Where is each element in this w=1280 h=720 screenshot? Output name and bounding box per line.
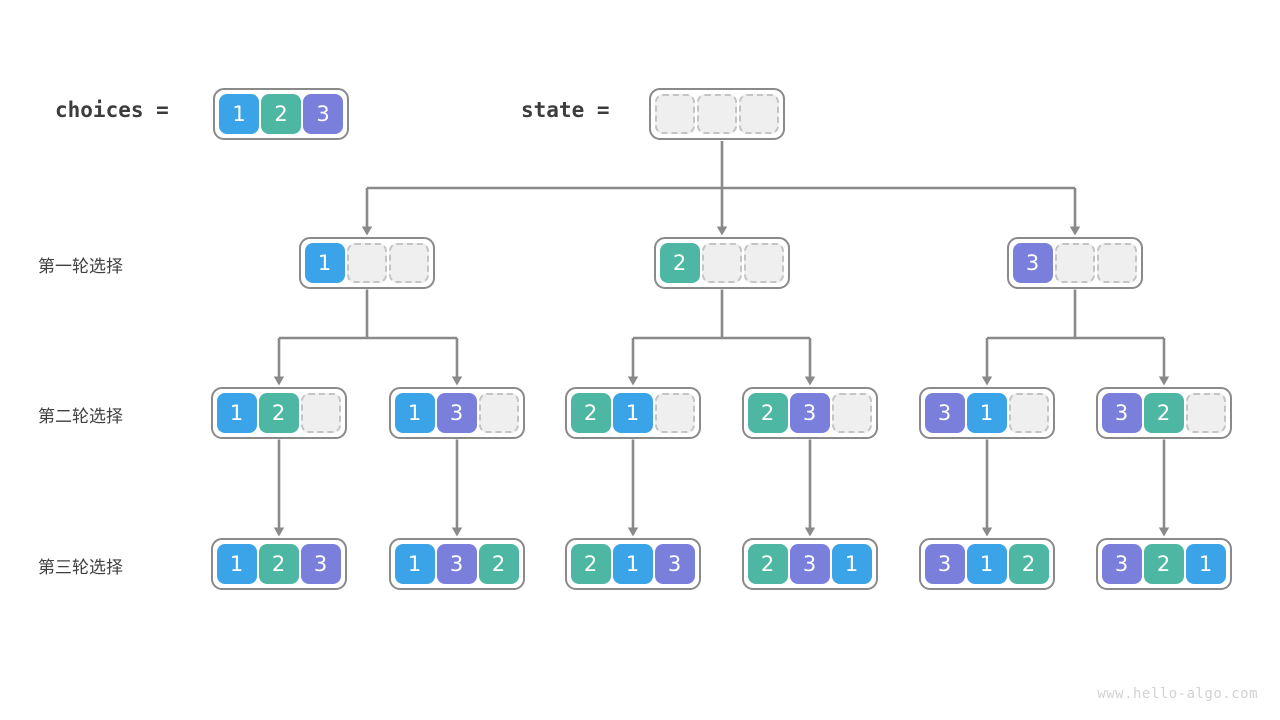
array-cell-empty: [654, 392, 695, 433]
array-cell-empty: [1008, 392, 1049, 433]
connector-arrowhead: [804, 527, 816, 537]
connector-arrowhead: [273, 527, 285, 537]
row-label-1: 第一轮选择: [38, 257, 123, 277]
connector-arrowhead: [273, 376, 285, 386]
array-cell-filled: 2: [747, 543, 788, 584]
connector-arrowhead: [451, 527, 463, 537]
array-cell-empty: [701, 242, 742, 283]
array-cell-empty: [739, 94, 779, 134]
array-cell-filled: 1: [219, 94, 259, 134]
array-cell-filled: 3: [1101, 543, 1142, 584]
state-node-r1-3: 3: [1006, 236, 1143, 289]
array-cell-filled: 3: [789, 392, 830, 433]
array-cell-filled: 1: [966, 543, 1007, 584]
connector-arrowhead: [981, 376, 993, 386]
array-cell-filled: 1: [216, 543, 257, 584]
connector-arrowhead: [1158, 376, 1170, 386]
array-cell-filled: 2: [570, 543, 611, 584]
array-cell-filled: 1: [831, 543, 872, 584]
array-cell-filled: 3: [789, 543, 830, 584]
array-cell-empty: [300, 392, 341, 433]
array-cell-filled: 3: [303, 94, 343, 134]
connector-arrowhead: [627, 527, 639, 537]
array-cell-filled: 2: [478, 543, 519, 584]
array-cell-filled: 1: [394, 392, 435, 433]
array-cell-filled: 3: [1101, 392, 1142, 433]
state-label: state =: [521, 98, 610, 122]
connector-arrowhead: [361, 226, 373, 236]
array-cell-filled: 3: [300, 543, 341, 584]
array-cell-filled: 2: [258, 543, 299, 584]
array-cell-empty: [478, 392, 519, 433]
connector-arrowhead: [1069, 226, 1081, 236]
array-cell-filled: 3: [924, 392, 965, 433]
array-cell-filled: 3: [436, 392, 477, 433]
array-cell-filled: 2: [747, 392, 788, 433]
array-cell-empty: [1096, 242, 1137, 283]
array-cell-empty: [1185, 392, 1226, 433]
choices-label: choices =: [55, 98, 169, 122]
array-cell-filled: 2: [258, 392, 299, 433]
array-cell-filled: 1: [612, 543, 653, 584]
state-array: [649, 88, 785, 140]
array-cell-empty: [697, 94, 737, 134]
array-cell-filled: 2: [1008, 543, 1049, 584]
array-cell-filled: 2: [570, 392, 611, 433]
array-cell-filled: 2: [1143, 392, 1184, 433]
array-cell-filled: 3: [436, 543, 477, 584]
array-cell-filled: 2: [659, 242, 700, 283]
array-cell-filled: 3: [654, 543, 695, 584]
array-cell-filled: 3: [1012, 242, 1053, 283]
state-node-r1-2: 2: [653, 236, 790, 289]
watermark: www.hello-algo.com: [1097, 686, 1258, 702]
array-cell-filled: 3: [924, 543, 965, 584]
array-cell-filled: 2: [261, 94, 301, 134]
array-cell-filled: 1: [1185, 543, 1226, 584]
connector-arrowhead: [627, 376, 639, 386]
connector-arrowhead: [981, 527, 993, 537]
row-label-2: 第二轮选择: [38, 407, 123, 427]
row-label-3: 第三轮选择: [38, 558, 123, 578]
array-cell-empty: [655, 94, 695, 134]
array-cell-filled: 1: [394, 543, 435, 584]
array-cell-filled: 1: [612, 392, 653, 433]
array-cell-empty: [1054, 242, 1095, 283]
connector-arrowhead: [804, 376, 816, 386]
array-cell-filled: 2: [1143, 543, 1184, 584]
connector-arrowhead: [1158, 527, 1170, 537]
connector-arrowhead: [716, 226, 728, 236]
array-cell-filled: 1: [966, 392, 1007, 433]
array-cell-empty: [831, 392, 872, 433]
array-cell-filled: 1: [216, 392, 257, 433]
array-cell-empty: [743, 242, 784, 283]
connector-arrowhead: [451, 376, 463, 386]
array-cell-empty: [346, 242, 387, 283]
state-node-r1-1: 1: [298, 236, 435, 289]
array-cell-empty: [388, 242, 429, 283]
array-cell-filled: 1: [304, 242, 345, 283]
